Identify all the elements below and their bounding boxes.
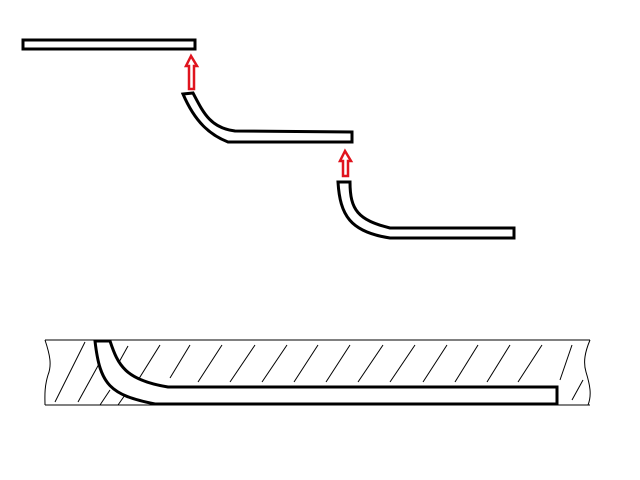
inserted-strip	[93, 339, 559, 406]
partially-bent-strip	[180, 91, 354, 144]
arrow-up-icon	[183, 53, 200, 91]
bent-strip	[336, 180, 516, 240]
arrow-up-icon	[337, 148, 354, 178]
flat-strip	[21, 38, 197, 51]
